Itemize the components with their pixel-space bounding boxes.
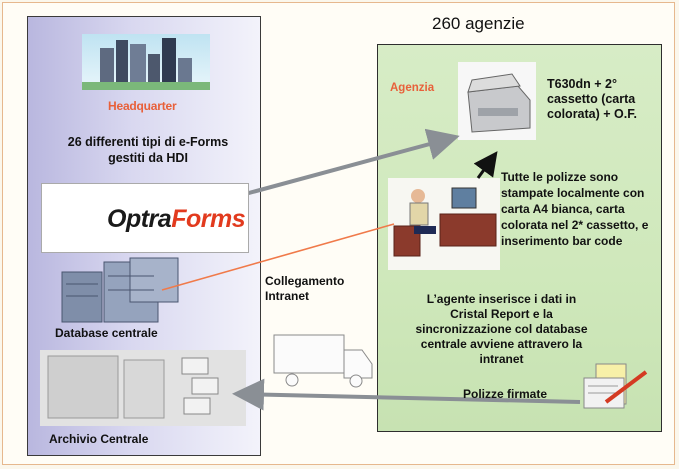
agent-desk-icon [388,178,500,270]
agent-description: L’agente inserisce i dati in Cristal Rep… [415,292,588,366]
city-skyline-icon [82,34,210,90]
headquarter-label: Headquarter [108,99,177,113]
truck-icon [273,334,373,388]
page-title: 260 agenzie [432,14,525,33]
printer-description: T630dn + 2° cassetto (carta colorata) + … [547,77,637,121]
optraforms-logo: OptraForms [41,183,249,253]
database-label: Database centrale [55,326,158,340]
print-description: Tutte le polizze sono stampate localment… [501,170,649,248]
logo-forms-text: Forms [171,205,246,233]
intranet-link-line [161,223,395,291]
intranet-label: Collegamento Intranet [265,274,365,304]
logo-optra-text: Optra [107,205,172,233]
archive-shelves-icon [40,350,246,426]
database-building-icon [61,257,179,323]
signed-policies-icon [583,363,648,409]
archive-label: Archivio Centrale [49,432,149,446]
intranet-label-text: Collegamento Intranet [265,274,345,303]
printer-icon [458,62,536,140]
arrow-agent-to-printer [473,151,498,179]
agency-label: Agenzia [390,82,435,94]
eforms-description: 26 differenti tipi di e-Forms gestiti da… [67,135,229,165]
signed-policies-label: Polizze firmate [463,387,548,401]
arrow-signed-to-archive [232,378,581,411]
arrow-forms-to-printer [211,128,460,205]
optraforms-wordmark: OptraForms [107,205,246,234]
